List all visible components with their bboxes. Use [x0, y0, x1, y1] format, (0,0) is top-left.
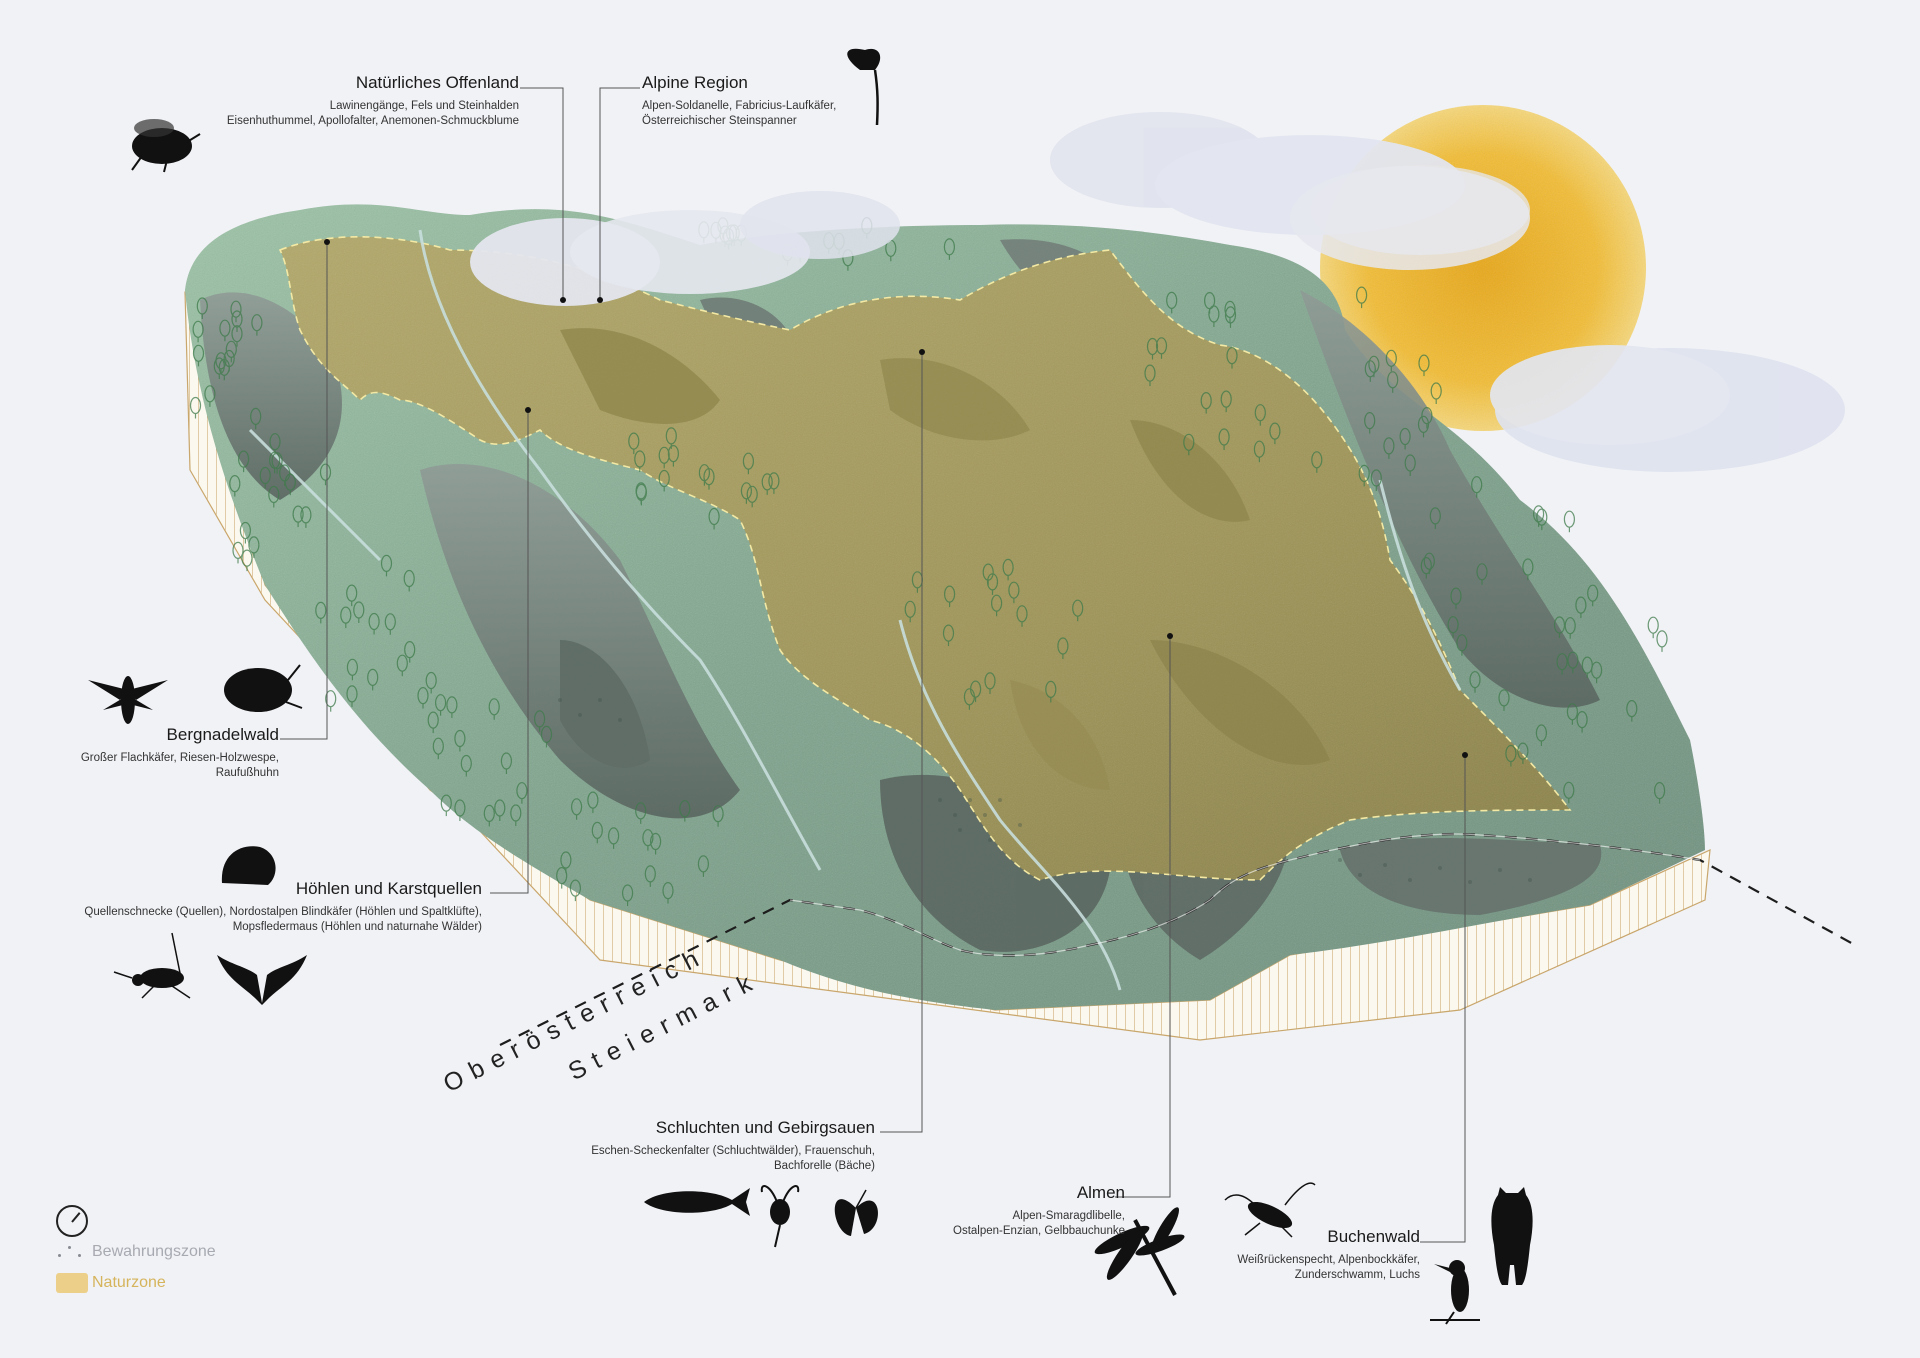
zone-species: Raufußhuhn	[215, 766, 279, 779]
flat-beetle-icon	[224, 664, 303, 712]
label-almen: Almen Alpen-Smaragdlibelle, Ostalpen-Enz…	[953, 1182, 1125, 1238]
zone-title: Höhlen und Karstquellen	[295, 879, 482, 898]
soldanella-flower-icon	[847, 48, 881, 126]
zone-species: Weißrückenspecht, Alpenbockkäfer,	[1237, 1254, 1420, 1267]
label-buchenwald: Buchenwald Weißrückenspecht, Alpenbockkä…	[1237, 1226, 1420, 1282]
naturzone-area	[278, 236, 1572, 881]
bumblebee-icon	[131, 119, 201, 173]
rivers	[248, 229, 1462, 991]
compass-icon	[56, 1204, 88, 1237]
leader-lines	[280, 87, 1466, 1243]
label-hoehlen-und-karstquellen: Höhlen und Karstquellen Quellenschnecke …	[84, 878, 482, 934]
zone-species: Zunderschwamm, Luchs	[1294, 1268, 1420, 1281]
zone-species: Großer Flachkäfer, Riesen-Holzwespe,	[80, 752, 279, 765]
tree-marker	[1647, 616, 1659, 634]
leader-dots	[324, 239, 1468, 758]
label-natuerliches-offenland: Natürliches Offenland Lawinengänge, Fels…	[227, 72, 519, 128]
zone-title: Bergnadelwald	[166, 725, 279, 744]
cloud-sun-overlay	[1290, 166, 1530, 270]
tree-marker	[1563, 510, 1576, 528]
zone-title: Alpine Region	[642, 73, 748, 92]
zone-title: Schluchten und Gebirgsauen	[655, 1118, 875, 1137]
zone-species: Bachforelle (Bäche)	[774, 1159, 875, 1172]
naturzone-swatch	[56, 1272, 88, 1293]
zone-title: Buchenwald	[1327, 1227, 1420, 1246]
label-bergnadelwald: Bergnadelwald Großer Flachkäfer, Riesen-…	[81, 724, 279, 780]
cloud-right	[1490, 345, 1845, 472]
zone-species: Ostalpen-Enzian, Gelbbauchunke	[953, 1224, 1125, 1237]
dragonfly-icon	[1094, 1207, 1185, 1296]
longhorn-beetle-icon	[1224, 1182, 1316, 1238]
snail-icon	[221, 846, 276, 885]
bewahrungszone-dots	[558, 698, 1532, 884]
legend-compass	[56, 1204, 216, 1237]
zone-species: Eisenhuthummel, Apollofalter, Anemonen-S…	[226, 114, 519, 127]
zone-species: Mopsfledermaus (Höhlen und naturnahe Wäl…	[232, 920, 482, 933]
legend-label: Bewahrungszone	[92, 1242, 216, 1260]
legend-naturzone: Naturzone	[56, 1267, 216, 1298]
label-alpine-region: Alpine Region Alpen-Soldanelle, Fabriciu…	[642, 72, 836, 128]
zone-species: Alpen-Soldanelle, Fabricius-Laufkäfer,	[642, 100, 837, 113]
zone-title: Almen	[1076, 1183, 1125, 1202]
legend-label: Naturzone	[92, 1273, 166, 1291]
legend: Bewahrungszone Naturzone	[56, 1204, 216, 1298]
legend-bewahrungszone: Bewahrungszone	[56, 1236, 216, 1267]
butterfly-icon	[834, 1189, 878, 1236]
zone-species: Quellenschnecke (Quellen), Nordostalpen …	[84, 906, 482, 919]
lynx-icon	[1491, 1187, 1533, 1285]
label-schluchten-und-gebirgsauen: Schluchten und Gebirgsauen Eschen-Scheck…	[591, 1117, 875, 1173]
zone-species: Eschen-Scheckenfalter (Schluchtwälder), …	[591, 1145, 875, 1158]
cave-beetle-icon	[113, 932, 191, 999]
dotted-pattern-icon	[56, 1244, 86, 1260]
ladys-slipper-orchid-icon	[760, 1185, 800, 1248]
wood-wasp-icon	[88, 676, 168, 724]
zone-title: Natürliches Offenland	[355, 73, 519, 92]
bat-icon	[217, 955, 307, 1005]
zone-species: Alpen-Smaragdlibelle,	[1012, 1210, 1125, 1223]
tree-marker	[1656, 630, 1668, 648]
trout-icon	[644, 1188, 750, 1216]
woodpecker-icon	[1430, 1260, 1480, 1325]
zone-species: Österreichischer Steinspanner	[642, 114, 797, 127]
cloud-mountain	[470, 191, 900, 306]
zone-species: Lawinengänge, Fels und Steinhalden	[329, 100, 519, 113]
